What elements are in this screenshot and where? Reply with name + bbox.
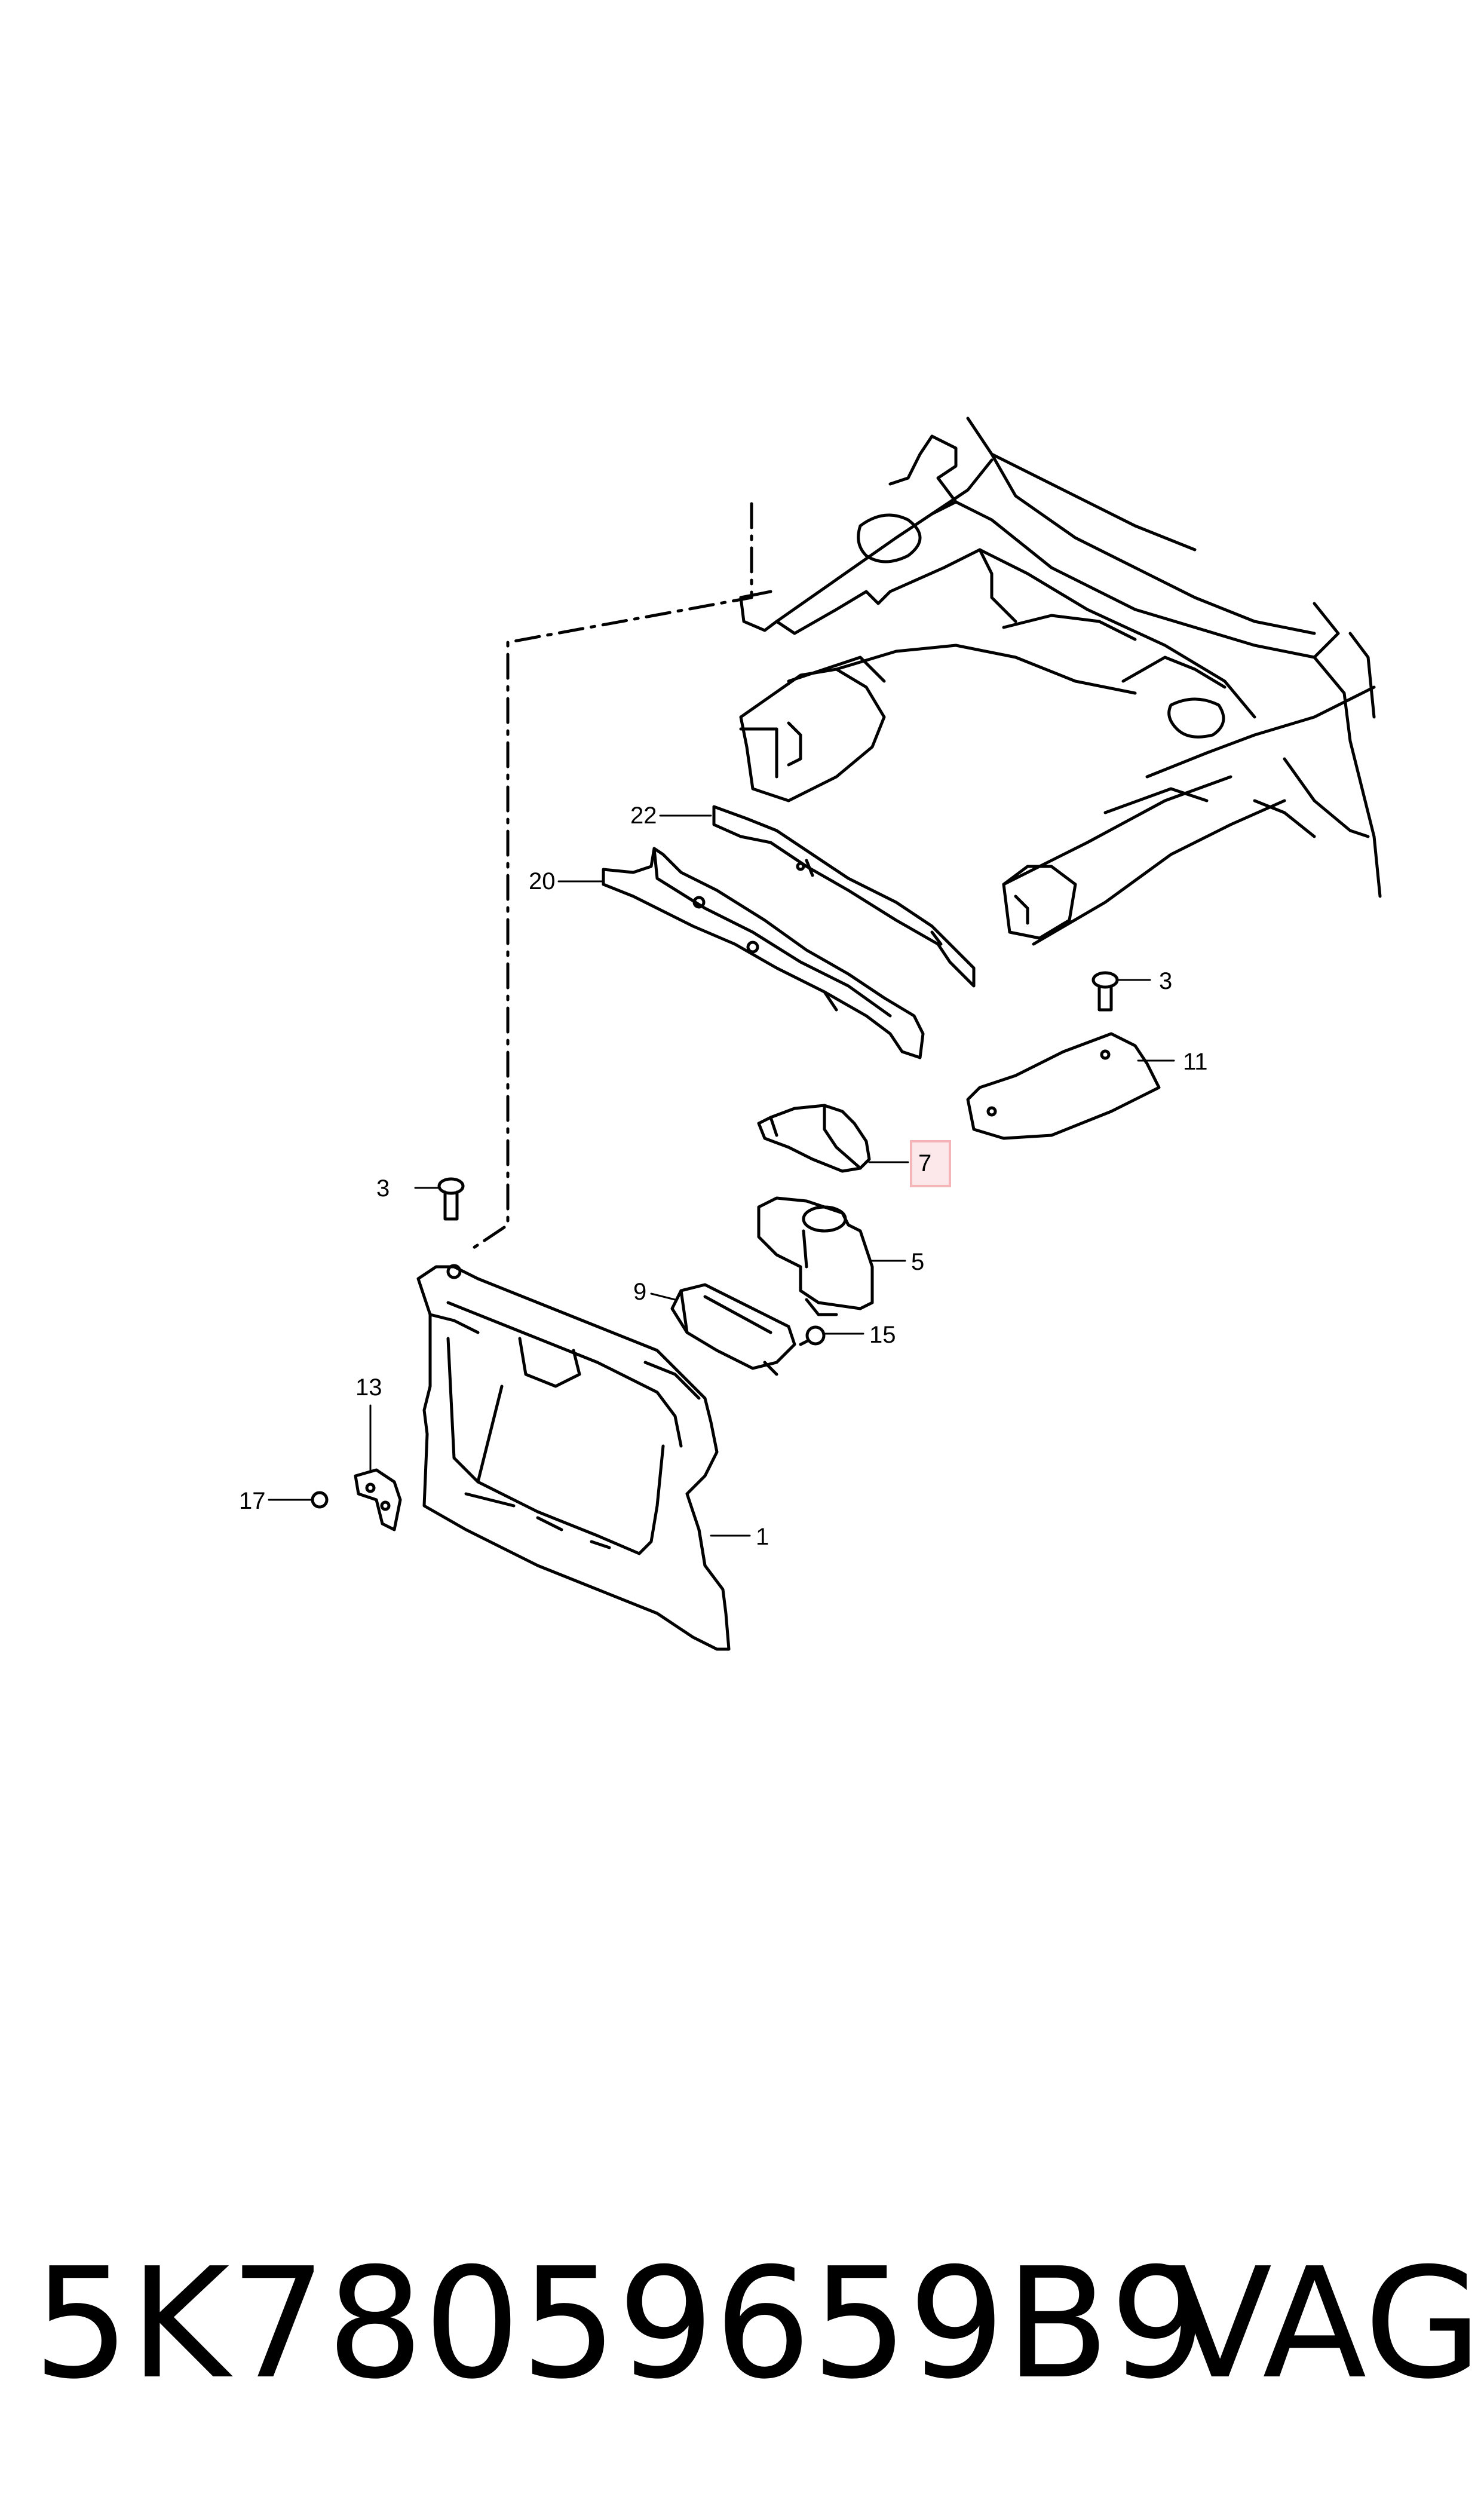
- part-7-air-duct: [757, 1104, 871, 1173]
- footer-caption: 5K78059659B9 VAG: [33, 2235, 1482, 2414]
- callout-22: 22: [630, 802, 657, 829]
- callout-7: 7: [918, 1150, 931, 1177]
- part-17-screw: [311, 1491, 329, 1509]
- part-15-clip: [799, 1325, 826, 1346]
- part-3-bolt-left: [437, 1177, 465, 1221]
- part-5-air-guide: [757, 1196, 874, 1316]
- callout-17: 17: [239, 1488, 266, 1514]
- callout-13: 13: [355, 1374, 382, 1401]
- front-body-frame: [739, 416, 1382, 946]
- callout-5: 5: [911, 1249, 924, 1275]
- part-11-plate: [966, 1032, 1161, 1140]
- part-1-front-panel: [416, 1264, 731, 1651]
- part-13-bracket: [354, 1468, 402, 1531]
- highlight-box: [910, 1140, 951, 1187]
- callout-20: 20: [529, 868, 556, 895]
- callout-1: 1: [756, 1524, 769, 1550]
- callout-3-left: 3: [376, 1175, 390, 1202]
- part-3-bolt-right: [1091, 971, 1119, 1012]
- callouts: 22 20 3 11 7 3 5 9 15 13 17 1: [239, 802, 1208, 1550]
- leader-lines: [268, 814, 1175, 1537]
- part-number: 5K78059659B9: [33, 2235, 1207, 2413]
- part-20-cross-member: [602, 847, 925, 1059]
- part-9-intake: [670, 1283, 796, 1376]
- callout-11: 11: [1183, 1049, 1208, 1075]
- assembly-dash-line: [470, 502, 753, 1251]
- callout-9: 9: [633, 1279, 646, 1305]
- callout-3-top: 3: [1159, 968, 1172, 994]
- brand-name: VAG: [1168, 2235, 1482, 2413]
- callout-15: 15: [869, 1322, 896, 1348]
- part-22-bracket: [712, 805, 976, 988]
